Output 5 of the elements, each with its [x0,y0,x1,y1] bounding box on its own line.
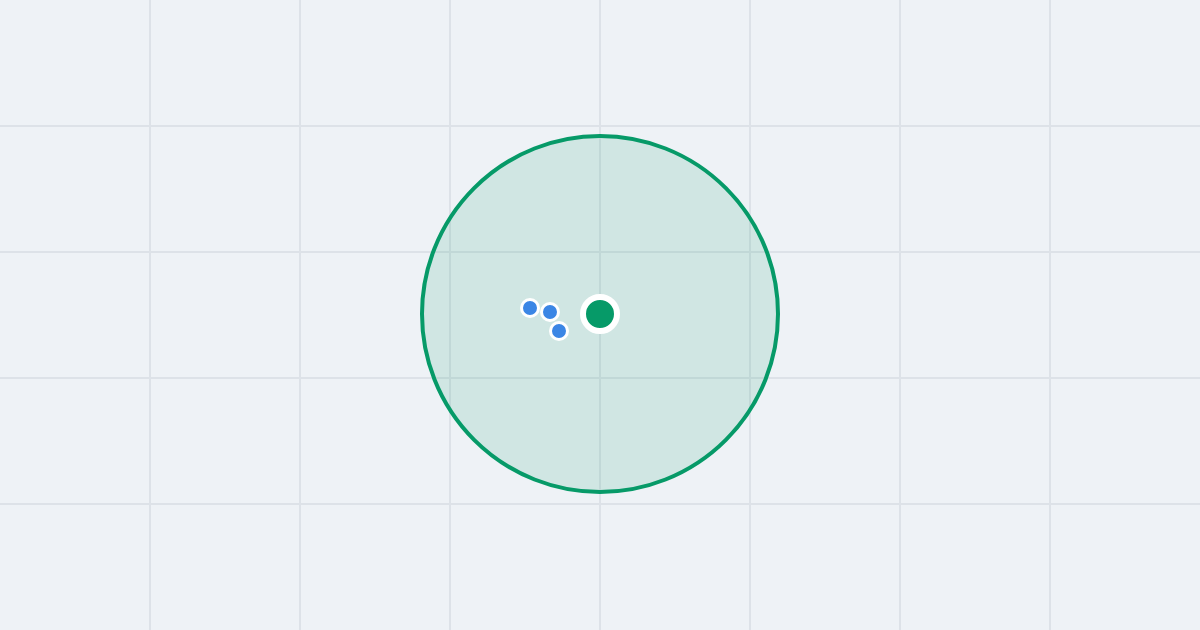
location-dot-icon [520,298,540,318]
location-dot-icon [540,302,560,322]
location-dot-icon [549,321,569,341]
geofence-circle [420,134,780,494]
location-dot-icon [580,294,620,334]
